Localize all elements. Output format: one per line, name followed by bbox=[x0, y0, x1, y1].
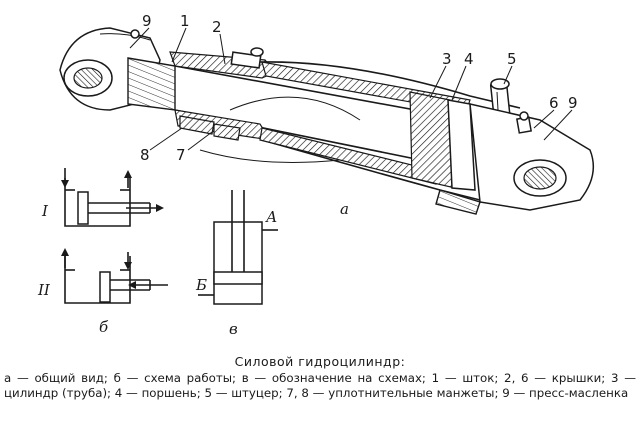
caption-text: а — общий вид; б — схема работы; в — обо… bbox=[4, 371, 636, 400]
seals bbox=[179, 115, 241, 141]
scheme-mode-2 bbox=[61, 248, 168, 304]
label-9-left: 9 bbox=[142, 12, 152, 30]
label-view-a: а bbox=[340, 200, 349, 218]
label-4: 4 bbox=[464, 50, 474, 68]
piston bbox=[409, 91, 476, 191]
label-mode-II: II bbox=[37, 281, 51, 299]
operating-scheme: I II б bbox=[37, 168, 168, 336]
label-1: 1 bbox=[180, 12, 190, 30]
label-3: 3 bbox=[442, 50, 452, 68]
label-port-A: А bbox=[265, 208, 277, 226]
scheme-mode-1 bbox=[61, 168, 164, 227]
label-mode-I: I bbox=[41, 202, 49, 220]
label-8: 8 bbox=[140, 146, 150, 164]
general-view-drawing: 9 1 2 3 4 5 6 9 8 7 а bbox=[59, 12, 595, 218]
label-2: 2 bbox=[212, 18, 222, 36]
label-scheme-b: б bbox=[99, 318, 109, 336]
rear-cover bbox=[435, 103, 595, 215]
label-5: 5 bbox=[507, 50, 517, 68]
grease-nipple-right bbox=[516, 111, 532, 134]
leader-lines bbox=[129, 27, 573, 151]
label-7: 7 bbox=[176, 146, 186, 164]
grease-nipple-left bbox=[130, 29, 140, 39]
caption-title: Силовой гидроцилиндр: bbox=[234, 354, 406, 369]
label-9-right: 9 bbox=[568, 94, 578, 112]
figure-caption: Силовой гидроцилиндр: а — общий вид; б —… bbox=[4, 354, 636, 401]
schematic-symbol bbox=[198, 190, 278, 305]
hydraulic-cylinder-figure: 9 1 2 3 4 5 6 9 8 7 а I bbox=[37, 12, 595, 338]
label-6: 6 bbox=[549, 94, 559, 112]
label-symbol-v: в bbox=[229, 320, 238, 338]
label-port-B: Б bbox=[195, 276, 207, 294]
